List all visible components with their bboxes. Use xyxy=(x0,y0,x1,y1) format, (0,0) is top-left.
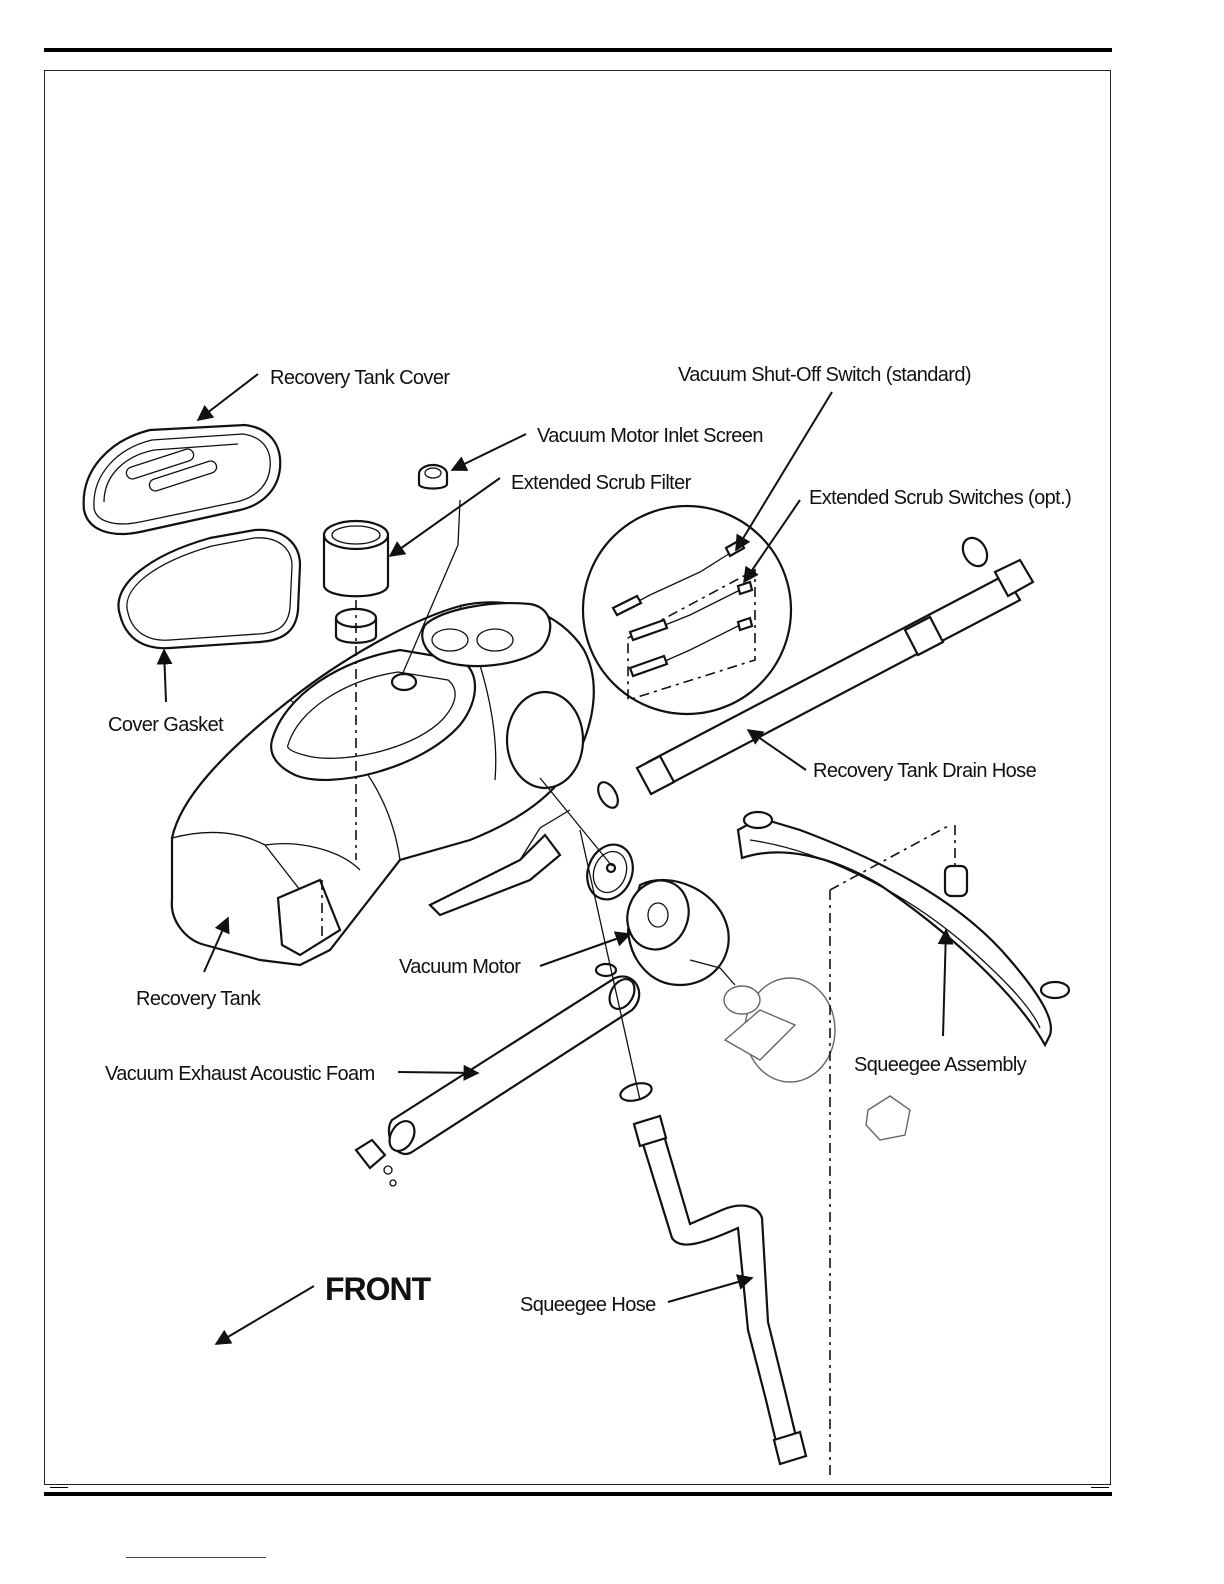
label-extended-scrub-filter: Extended Scrub Filter xyxy=(511,472,692,494)
label-squeegee-assembly: Squeegee Assembly xyxy=(854,1054,1027,1076)
vacuum-exhaust-acoustic-foam-part xyxy=(356,975,640,1186)
squeegee-assembly-part xyxy=(724,812,1069,1140)
label-vacuum-shutoff-switch: Vacuum Shut-Off Switch (standard) xyxy=(678,364,971,386)
label-recovery-tank: Recovery Tank xyxy=(136,988,262,1010)
label-vacuum-motor: Vacuum Motor xyxy=(399,956,521,978)
label-squeegee-hose: Squeegee Hose xyxy=(520,1294,656,1316)
cover-gasket-part xyxy=(118,530,300,648)
vacuum-motor-inlet-screen-part xyxy=(419,465,447,489)
label-front: FRONT xyxy=(325,1271,432,1307)
bottom-right-tick xyxy=(1091,1487,1109,1488)
vacuum-motor-part xyxy=(580,838,735,985)
recovery-tank-cover-part xyxy=(84,425,281,534)
label-extended-scrub-switches: Extended Scrub Switches (opt.) xyxy=(809,487,1071,509)
switch-detail-inset xyxy=(583,506,791,714)
bottom-left-tick xyxy=(50,1487,68,1488)
label-vacuum-motor-inlet-screen: Vacuum Motor Inlet Screen xyxy=(537,425,763,447)
label-recovery-tank-drain-hose: Recovery Tank Drain Hose xyxy=(813,760,1037,782)
label-vacuum-exhaust-acoustic-foam: Vacuum Exhaust Acoustic Foam xyxy=(105,1063,375,1085)
label-cover-gasket: Cover Gasket xyxy=(108,714,224,736)
label-recovery-tank-cover: Recovery Tank Cover xyxy=(270,367,450,389)
recovery-tank-part xyxy=(172,602,594,965)
